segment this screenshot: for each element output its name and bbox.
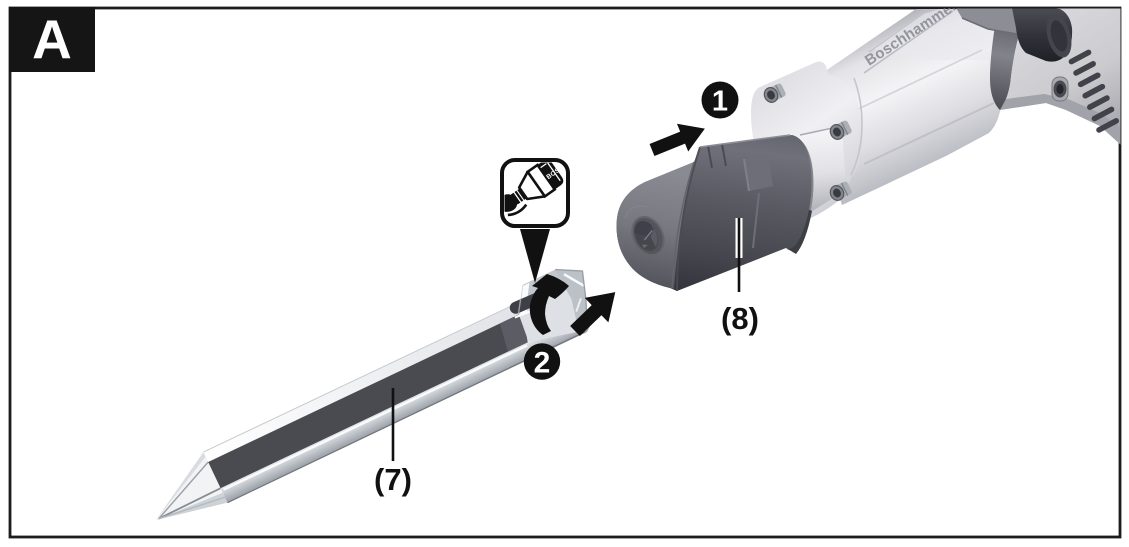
svg-text:A: A <box>32 8 72 70</box>
svg-text:1: 1 <box>712 86 728 118</box>
svg-text:(8): (8) <box>721 301 759 336</box>
svg-text:(7): (7) <box>374 462 412 497</box>
svg-text:2: 2 <box>534 347 551 380</box>
